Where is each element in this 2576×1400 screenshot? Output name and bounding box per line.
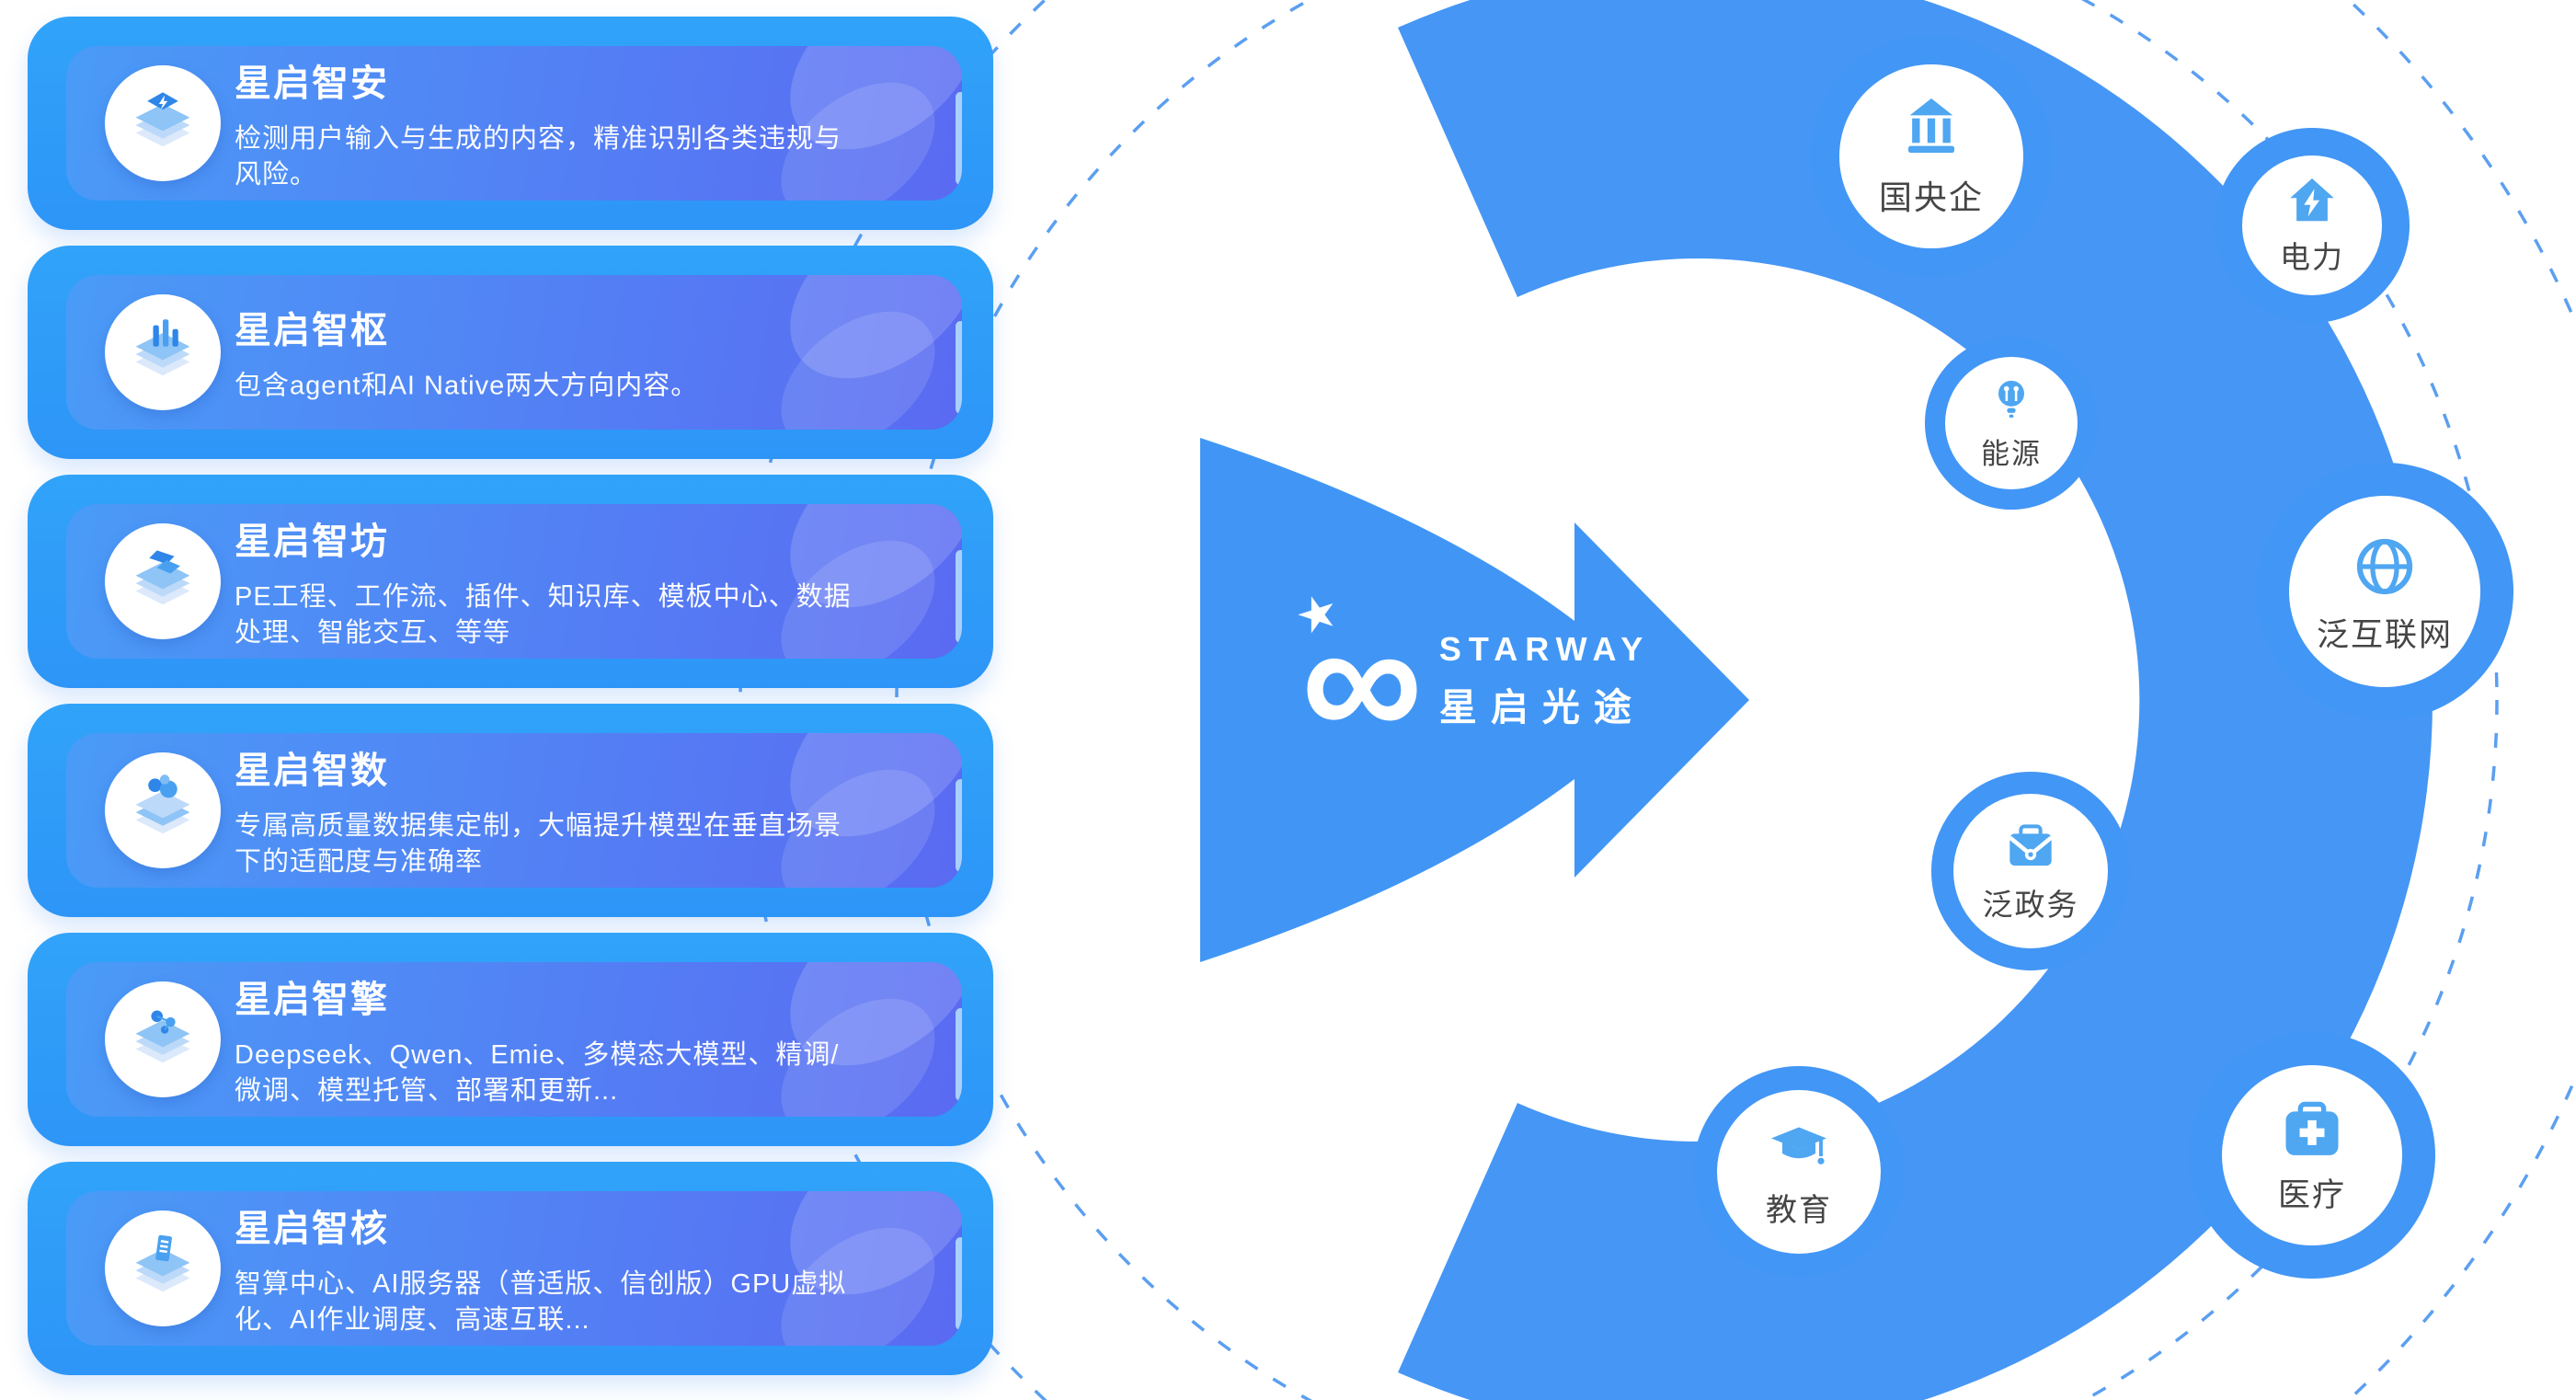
edge-highlight xyxy=(956,779,962,873)
core-server-icon xyxy=(135,1234,190,1292)
card-title: 星启智枢 xyxy=(235,310,389,351)
industry-label: 医疗 xyxy=(2277,1176,2346,1213)
card-panel: 星启智擎 Deepseek、Qwen、Emie、多模态大模型、精调/微调、模型托… xyxy=(66,962,962,1117)
product-card-zhiqing: 星启智擎 Deepseek、Qwen、Emie、多模态大模型、精调/微调、模型托… xyxy=(28,933,993,1146)
medkit-icon xyxy=(2285,1101,2339,1155)
card-icon-circle xyxy=(105,981,221,1097)
data-layers-icon xyxy=(135,775,190,834)
card-text: 星启智数 专属高质量数据集定制，大幅提升模型在垂直场景下的适配度与准确率 xyxy=(235,740,860,880)
edge-highlight xyxy=(956,92,962,186)
dashed-orbit-inner xyxy=(895,0,2499,1400)
brand-name-zh: 星启光途 xyxy=(1438,686,1645,729)
product-card-zhishu-data: 星启智数 专属高质量数据集定制，大幅提升模型在垂直场景下的适配度与准确率 xyxy=(28,704,993,917)
card-icon-circle xyxy=(105,65,221,181)
security-shield-icon xyxy=(135,92,190,147)
card-desc: PE工程、工作流、插件、知识库、模板中心、数据处理、智能交互、等等 xyxy=(235,582,852,648)
card-text: 星启智核 智算中心、AI服务器（普适版、信创版）GPU虚拟化、AI作业调度、高速… xyxy=(235,1199,860,1338)
card-title: 星启智坊 xyxy=(235,522,389,562)
edge-highlight xyxy=(956,550,962,644)
card-panel: 星启智坊 PE工程、工作流、插件、知识库、模板中心、数据处理、智能交互、等等 xyxy=(66,504,962,659)
card-title: 星启智核 xyxy=(235,1209,389,1249)
card-desc: Deepseek、Qwen、Emie、多模态大模型、精调/微调、模型托管、部署和… xyxy=(235,1040,840,1106)
workshop-icon xyxy=(135,550,190,605)
industry-node-power: 电力 xyxy=(2242,155,2382,295)
industry-node-government: 泛政务 xyxy=(1953,794,2108,948)
card-icon-circle xyxy=(105,294,221,410)
edge-highlight xyxy=(956,1008,962,1102)
logo: ∞★ STARWAY 星启光途 xyxy=(1288,582,1651,775)
ring-band xyxy=(1398,0,2433,1400)
industry-node-energy: 能源 xyxy=(1945,357,2078,489)
card-text: 星启智坊 PE工程、工作流、插件、知识库、模板中心、数据处理、智能交互、等等 xyxy=(235,511,860,651)
card-title: 星启智数 xyxy=(235,751,389,791)
product-card-zhihe: 星启智核 智算中心、AI服务器（普适版、信创版）GPU虚拟化、AI作业调度、高速… xyxy=(28,1162,993,1375)
globe-icon xyxy=(2356,538,2413,594)
house-lightning-icon xyxy=(2290,178,2334,222)
graduation-cap-icon xyxy=(1771,1127,1826,1165)
industry-label: 能源 xyxy=(1981,437,2042,470)
industry-node-state-enterprise: 国央企 xyxy=(1839,64,2023,248)
product-card-zhishu-hub: 星启智枢 包含agent和AI Native两大方向内容。 xyxy=(28,246,993,459)
card-text: 星启智枢 包含agent和AI Native两大方向内容。 xyxy=(235,301,860,405)
card-panel: 星启智数 专属高质量数据集定制，大幅提升模型在垂直场景下的适配度与准确率 xyxy=(66,733,962,888)
infinity-icon: ∞★ xyxy=(1288,582,1423,775)
card-icon-circle xyxy=(105,523,221,639)
industry-node-medical: 医疗 xyxy=(2222,1065,2402,1245)
card-panel: 星启智核 智算中心、AI服务器（普适版、信创版）GPU虚拟化、AI作业调度、高速… xyxy=(66,1191,962,1346)
card-panel: 星启智枢 包含agent和AI Native两大方向内容。 xyxy=(66,275,962,430)
industry-label: 泛政务 xyxy=(1982,888,2079,922)
card-desc: 包含agent和AI Native两大方向内容。 xyxy=(235,371,699,401)
edge-highlight xyxy=(956,1237,962,1331)
card-text: 星启智安 检测用户输入与生成的内容，精准识别各类违规与风险。 xyxy=(235,53,860,193)
industry-node-internet: 泛互联网 xyxy=(2289,496,2480,687)
product-card-zhian: 星启智安 检测用户输入与生成的内容，精准识别各类违规与风险。 xyxy=(28,17,993,230)
industry-label: 泛互联网 xyxy=(2316,616,2453,653)
bank-icon xyxy=(1908,98,1954,154)
card-desc: 智算中心、AI服务器（普适版、信创版）GPU虚拟化、AI作业调度、高速互联... xyxy=(235,1269,847,1335)
card-panel: 星启智安 检测用户输入与生成的内容，精准识别各类违规与风险。 xyxy=(66,46,962,201)
industry-label: 电力 xyxy=(2280,240,2344,274)
industry-label: 国央企 xyxy=(1878,178,1984,216)
card-title: 星启智安 xyxy=(235,63,389,104)
card-text: 星启智擎 Deepseek、Qwen、Emie、多模态大模型、精调/微调、模型托… xyxy=(235,970,860,1109)
hub-icon xyxy=(135,319,190,376)
products-panel: 星启智安 检测用户输入与生成的内容，精准识别各类违规与风险。 星启智 xyxy=(28,17,993,1391)
industry-label: 教育 xyxy=(1766,1192,1832,1228)
card-desc: 专属高质量数据集定制，大幅提升模型在垂直场景下的适配度与准确率 xyxy=(235,811,842,877)
industry-node-education: 教育 xyxy=(1717,1090,1881,1254)
flow-arrow xyxy=(1200,438,1749,962)
card-desc: 检测用户输入与生成的内容，精准识别各类违规与风险。 xyxy=(235,124,842,189)
edge-highlight xyxy=(956,321,962,415)
card-title: 星启智擎 xyxy=(235,980,389,1020)
engine-icon xyxy=(135,1010,190,1063)
card-icon-circle xyxy=(105,1211,221,1326)
bulb-icon xyxy=(1998,380,2024,418)
brand-name-en: STARWAY xyxy=(1438,630,1651,668)
product-card-zhifang: 星启智坊 PE工程、工作流、插件、知识库、模板中心、数据处理、智能交互、等等 xyxy=(28,475,993,688)
briefcase-icon xyxy=(2008,824,2054,866)
card-icon-circle xyxy=(105,752,221,868)
